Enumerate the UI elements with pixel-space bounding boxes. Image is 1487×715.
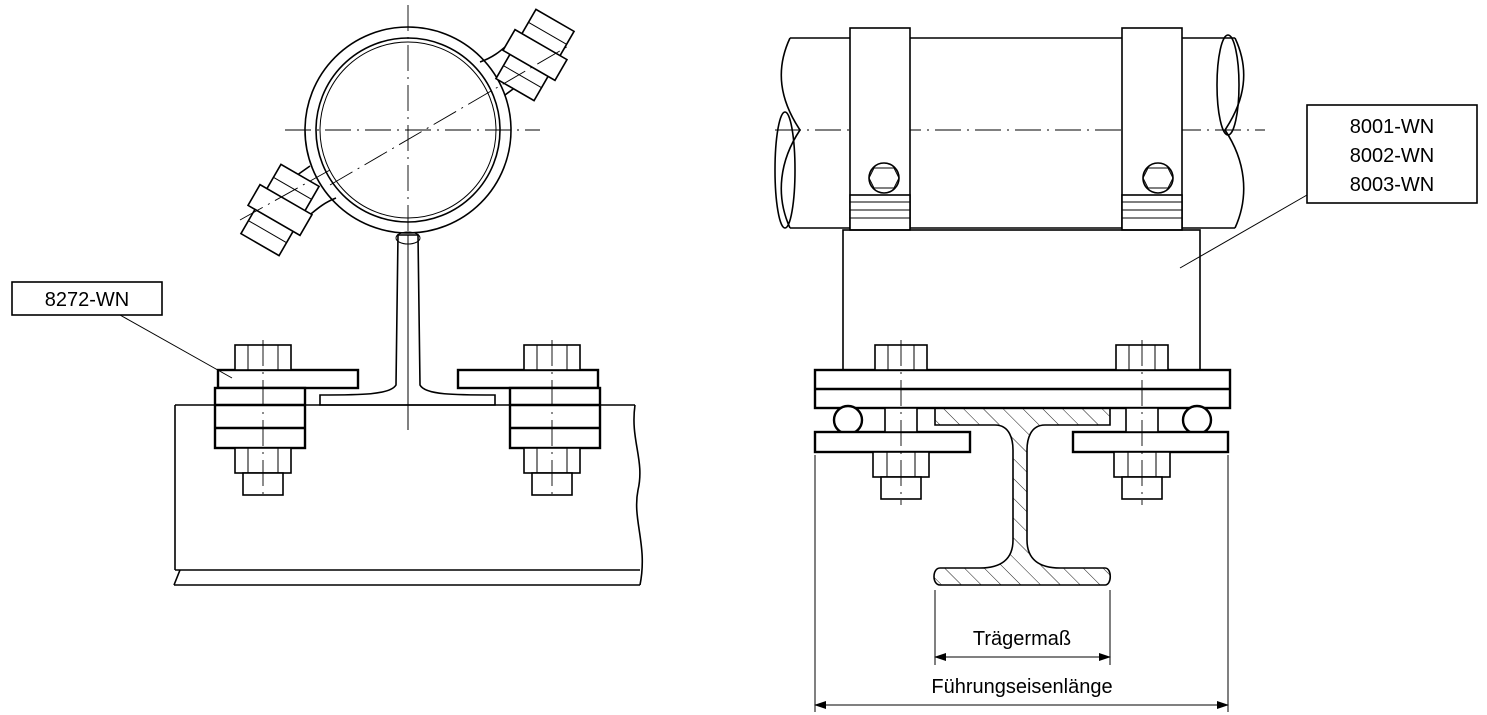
right-guide-plate <box>813 368 1232 410</box>
label-8272-text: 8272-WN <box>45 289 129 311</box>
i-beam-section <box>933 407 1112 586</box>
label-8002-text: 8002-WN <box>1350 145 1434 167</box>
roller-right <box>1181 404 1213 436</box>
left-view: 8272-WN <box>11 5 644 586</box>
right-view: Trägermaß Führungseisenlänge 8001-WN 800… <box>774 27 1478 712</box>
left-clamp-assembly-2 <box>456 340 602 500</box>
dimension-beam-width: Trägermaß <box>934 590 1111 665</box>
label-8001-text: 8001-WN <box>1350 116 1434 138</box>
right-bolt-2 <box>1113 340 1171 505</box>
right-bolt-1 <box>872 340 930 505</box>
label-8003-text: 8003-WN <box>1350 174 1434 196</box>
dimension-beam-width-text: Trägermaß <box>973 628 1071 650</box>
left-t-support <box>319 231 496 430</box>
dimension-guide-length: Führungseisenlänge <box>814 455 1229 712</box>
right-clamp-band-2 <box>1121 27 1183 231</box>
roller-left <box>832 404 864 436</box>
lower-plate-left <box>813 430 972 454</box>
right-pipe <box>774 34 1265 229</box>
left-clamp-assembly-1 <box>213 340 360 500</box>
label-8272: 8272-WN <box>11 281 233 379</box>
lower-plate-right <box>1071 430 1230 454</box>
right-clamp-band-1 <box>849 27 911 231</box>
dimension-guide-length-text: Führungseisenlänge <box>931 676 1112 698</box>
left-pipe-clamp <box>239 5 576 400</box>
label-8001-8003: 8001-WN 8002-WN 8003-WN <box>1179 104 1478 269</box>
